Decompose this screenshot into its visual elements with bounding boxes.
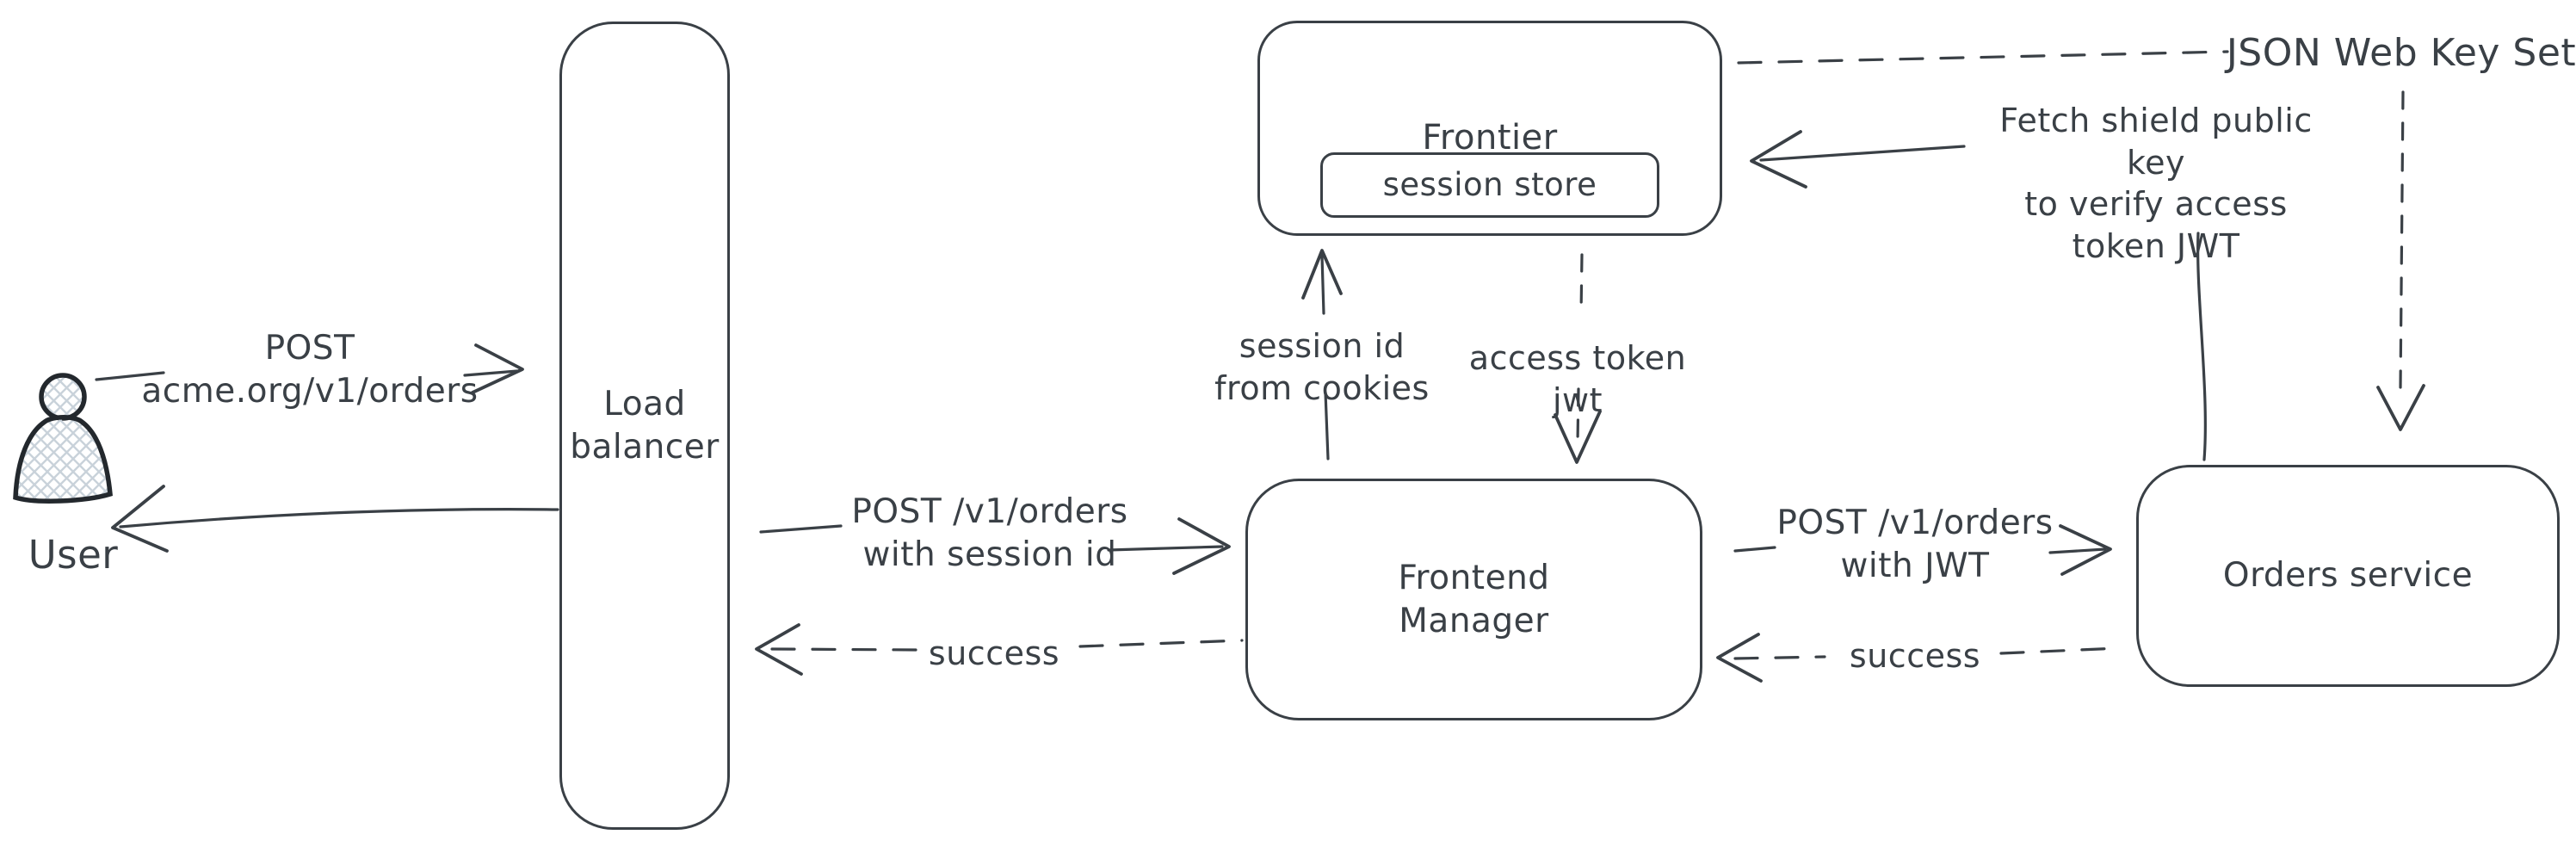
edge-label-success-to-load-balancer: success [928, 634, 1060, 672]
arrow-frontier-to-jwks [1737, 50, 2229, 65]
session-store-label: session store [1382, 166, 1597, 204]
node-session-store: session store [1320, 152, 1659, 218]
arrow-jwks-to-orders-service [2376, 90, 2425, 431]
node-orders-service: Orders service [2136, 465, 2560, 687]
arrow-load-balancer-to-user [111, 485, 559, 553]
load-balancer-label: Load balancer [570, 384, 720, 467]
node-frontend-manager: Frontend Manager [1245, 479, 1702, 720]
frontend-manager-label: Frontend Manager [1398, 558, 1550, 640]
node-frontier: Frontier session store [1257, 21, 1722, 236]
edge-label-post-orders: POST acme.org/v1/orders [141, 329, 479, 411]
frontier-label: Frontier [1422, 118, 1558, 158]
edge-label-access-token-jwt: access token jwt [1468, 339, 1687, 419]
edge-label-post-with-jwt: POST /v1/orders with JWT [1776, 504, 2054, 585]
edge-label-post-session-id: POST /v1/orders with session id [851, 492, 1128, 574]
person-icon [13, 373, 113, 504]
edge-label-success-to-frontend-manager: success [1849, 637, 1981, 675]
orders-service-label: Orders service [2222, 556, 2474, 596]
user-label: User [28, 532, 119, 578]
node-user: User [9, 368, 146, 578]
node-load-balancer: Load balancer [559, 22, 730, 830]
jwks-label: JSON Web Key Set [2226, 31, 2576, 75]
edge-label-session-id-from-cookies: session id from cookies [1214, 327, 1430, 407]
edge-label-fetch-shield-public-key: Fetch shield public key to verify access… [1999, 102, 2313, 265]
